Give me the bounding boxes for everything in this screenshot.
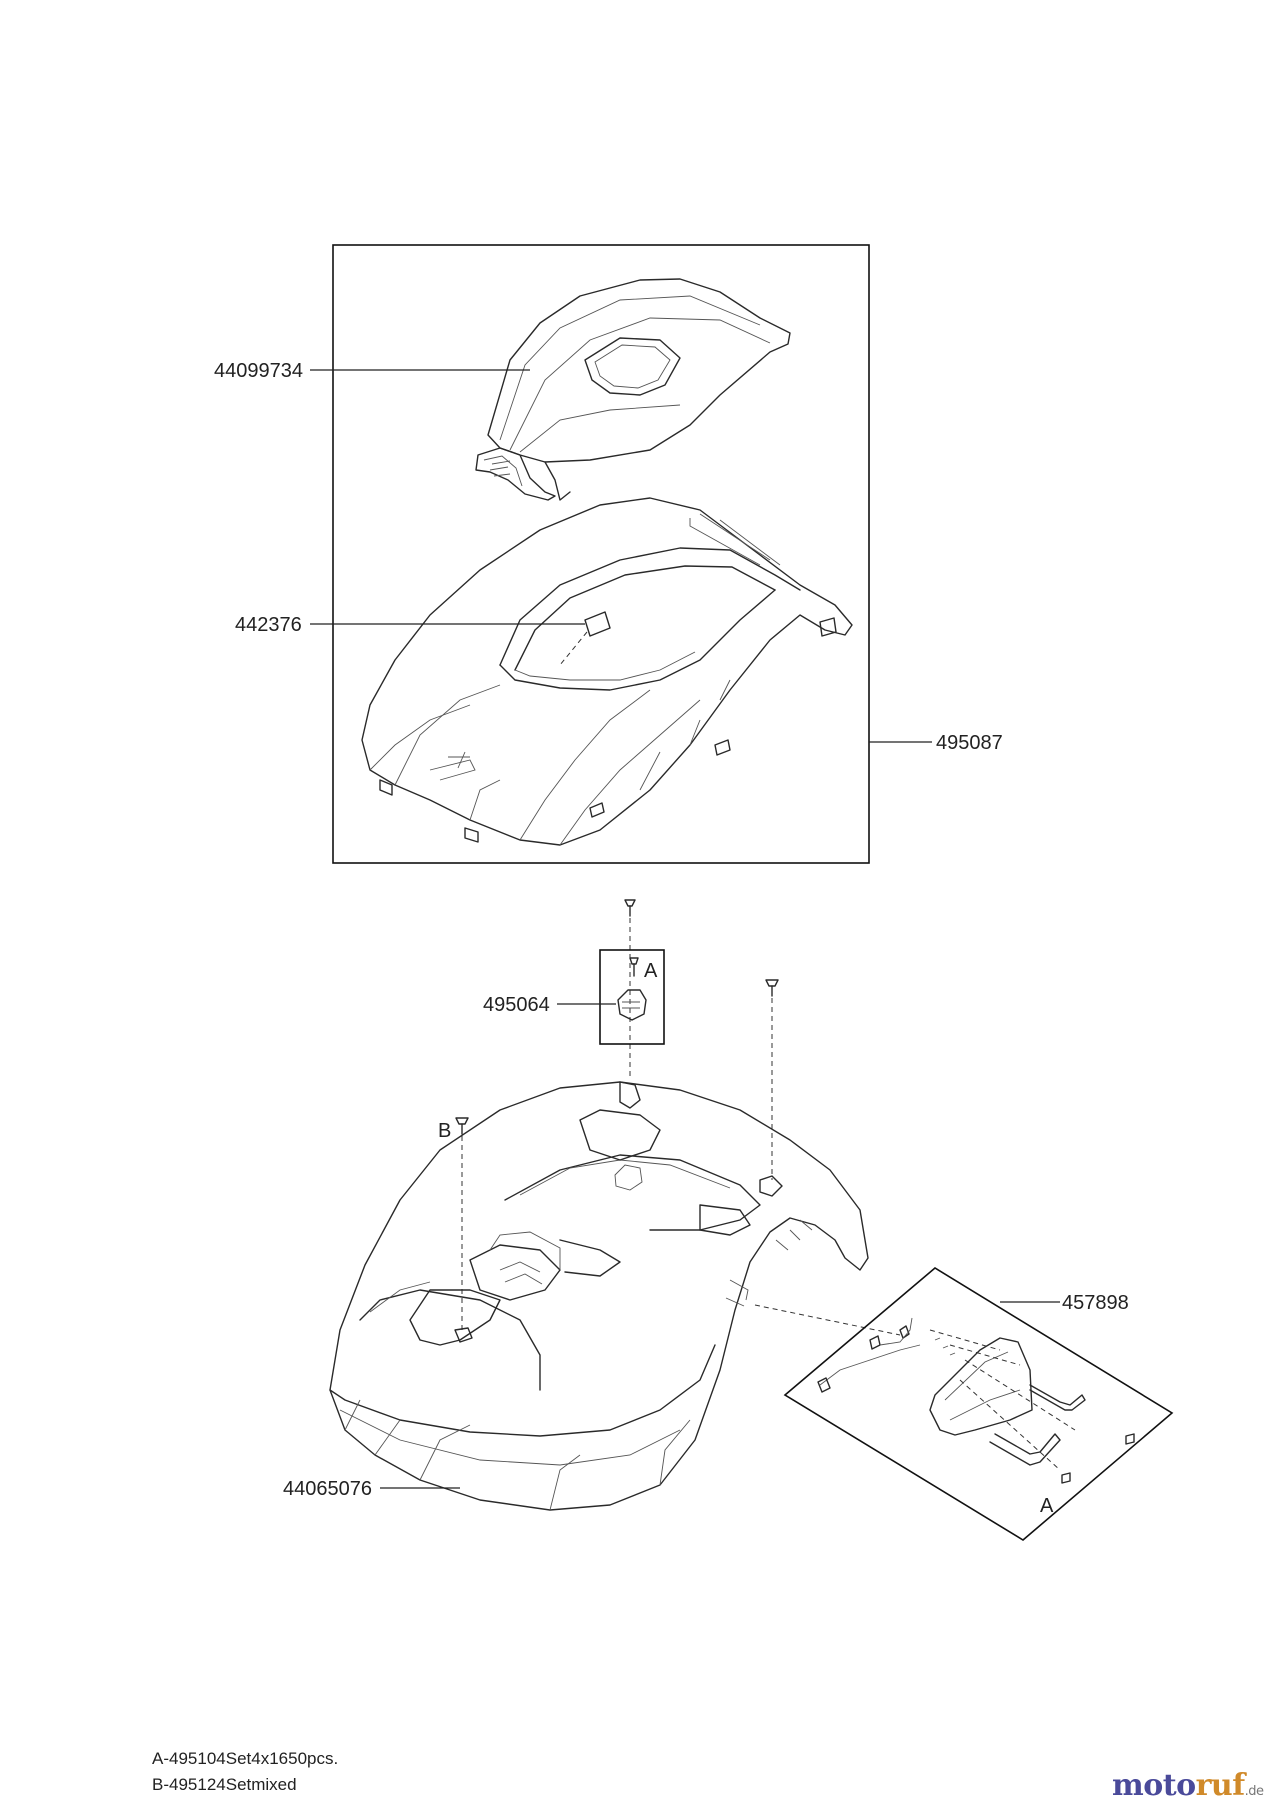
kit-panel-frame: [783, 1267, 1174, 1541]
marker-screw-a-top: A: [644, 960, 658, 982]
handle-kit-drawing: [817, 1317, 1135, 1484]
kit-connection-line: [754, 1304, 901, 1336]
footnote-screw-set-b: B-495124Setmixed: [152, 1775, 297, 1794]
knob-screw-drawing: [629, 957, 639, 977]
logo-tld: .de: [1244, 1784, 1264, 1799]
callout-top-cover: 44099734: [214, 360, 303, 382]
top-screw-drawing: [624, 899, 636, 917]
motoruf-logo[interactable]: motoruf.de: [1112, 1768, 1264, 1803]
knob-subassembly-frame: [599, 949, 665, 1045]
callout-sticker: 442376: [235, 614, 302, 636]
upper-assembly-frame: [332, 244, 870, 864]
callout-handle-kit: 457898: [1062, 1292, 1129, 1314]
right-screw-drawing: [765, 979, 779, 997]
upper-body-drawing: [361, 497, 853, 846]
logo-text-part1: moto: [1112, 1768, 1196, 1803]
top-cover-drawing: [475, 278, 791, 501]
callout-knob: 495064: [483, 994, 550, 1016]
footnote-screw-set-a: A-495104Set4x1650pcs.: [152, 1749, 339, 1768]
base-body-drawing: [329, 1081, 869, 1511]
callout-upper-body: 495087: [936, 732, 1003, 754]
marker-screw-a-kit: A: [1040, 1495, 1054, 1517]
marker-screw-b: B: [438, 1120, 451, 1142]
logo-text-part2: ruf: [1195, 1768, 1246, 1803]
knob-drawing: [617, 989, 647, 1021]
screw-b-drawing: [455, 1117, 469, 1135]
callout-base-body: 44065076: [283, 1478, 372, 1500]
